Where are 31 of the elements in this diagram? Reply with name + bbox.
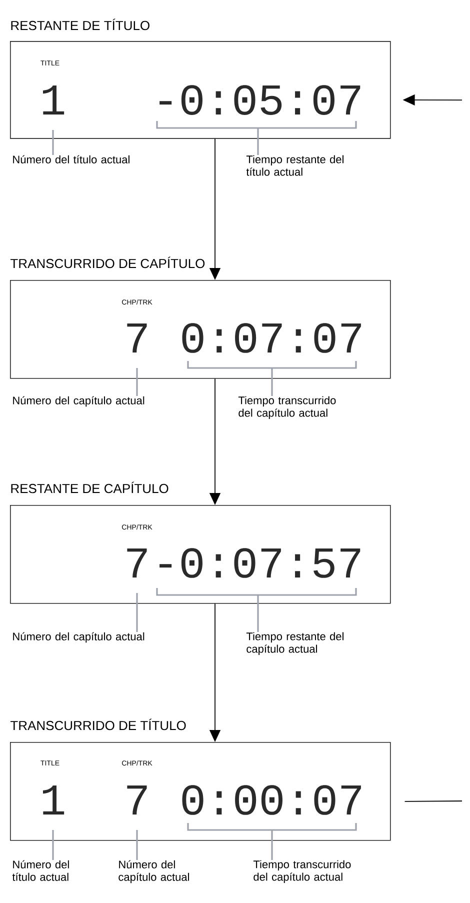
display-digits: 7: [127, 548, 147, 578]
caption: Tiempo restante del capítulo actual: [246, 632, 344, 655]
display-digits: -0:07:57: [160, 548, 360, 578]
leader-line: [156, 587, 357, 633]
caption: Tiempo restante del título actual: [246, 155, 344, 176]
leader-line: [187, 360, 357, 397]
leader-line: [136, 830, 138, 860]
leader-line: [187, 822, 357, 861]
panel-heading: TRANSCURRIDO DE TÍTULO: [10, 718, 186, 730]
caption: Número del capítulo actual: [13, 632, 144, 643]
display-digits: -0:05:07: [160, 85, 360, 115]
display-digits: 7: [127, 324, 147, 352]
panel-heading: RESTANTE DE TÍTULO: [11, 18, 150, 30]
caption: Número del título actual: [12, 860, 69, 881]
caption: Número del capítulo actual: [118, 860, 189, 884]
caption: Tiempo transcurrido del capítulo actual: [253, 860, 351, 883]
caption: Número del título actual: [13, 155, 130, 164]
leader-line: [136, 593, 138, 632]
caption: Número del capítulo actual: [13, 396, 144, 407]
caption: Tiempo transcurrido del capítulo actual: [238, 396, 336, 419]
display-digits: 0:07:07: [182, 323, 361, 353]
leader-line: [156, 120, 357, 156]
display-digits: 1: [42, 786, 64, 814]
panel-heading: RESTANTE DE CAPÍTULO: [11, 482, 168, 494]
panel-heading: TRANSCURRIDO DE CAPÍTULO: [10, 256, 205, 268]
leader-line: [136, 368, 138, 396]
display-digits: 1: [42, 86, 64, 114]
leader-line: [52, 130, 54, 155]
display-digits: 0:00:07: [182, 785, 361, 815]
display-digits: 7: [127, 786, 147, 814]
leader-line: [52, 830, 54, 860]
